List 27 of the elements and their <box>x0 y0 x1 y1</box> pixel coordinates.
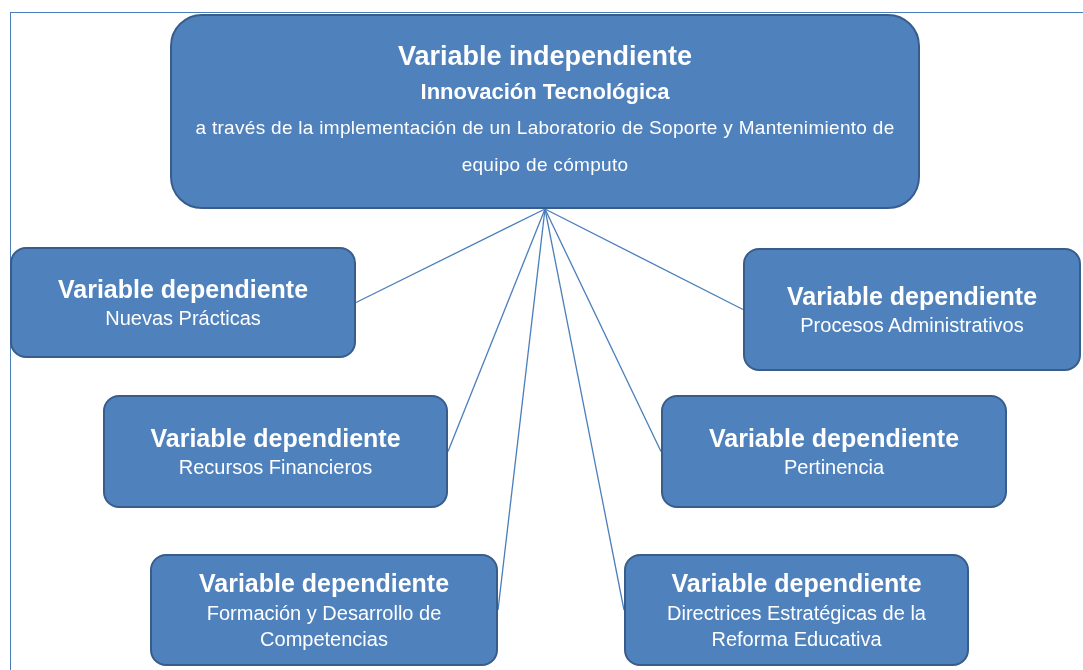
box-heading: Variable dependiente <box>198 568 450 600</box>
box-heading: Variable dependiente <box>671 568 922 600</box>
box-heading: Variable dependiente <box>708 422 960 454</box>
box-text: Formación y Desarrollo de Competencias <box>205 600 443 652</box>
rounded-box <box>170 14 920 209</box>
box-text: Recursos Financieros <box>178 455 373 481</box>
box-subheading: Innovación Tecnológica <box>420 77 670 106</box>
rounded-box <box>661 395 1007 508</box>
box-text: Procesos Administrativos <box>800 313 1024 339</box>
connector-line <box>447 208 546 453</box>
rounded-box <box>103 395 448 508</box>
rounded-box <box>10 247 356 358</box>
rounded-box <box>624 554 969 666</box>
box-text: Directrices Estratégicas de la Reforma Educativa <box>666 600 927 652</box>
connector-line <box>544 208 625 611</box>
box-text: Nuevas Prácticas <box>105 306 261 332</box>
box-heading: Variable dependiente <box>57 273 309 305</box>
connector-line <box>544 208 662 453</box>
box-heading: Variable dependiente <box>786 280 1038 312</box>
box-text: a través de la implementación de un Laboratorio de Soporte y Mantenimiento de equipo de cómputo <box>194 115 896 177</box>
box-heading: Variable independiente <box>397 40 693 73</box>
connector-line <box>355 208 546 304</box>
connector-line <box>544 208 744 311</box>
box-heading: Variable dependiente <box>150 422 401 454</box>
rounded-box <box>743 248 1081 371</box>
rounded-box <box>150 554 498 666</box>
box-text: Pertinencia <box>783 455 885 481</box>
